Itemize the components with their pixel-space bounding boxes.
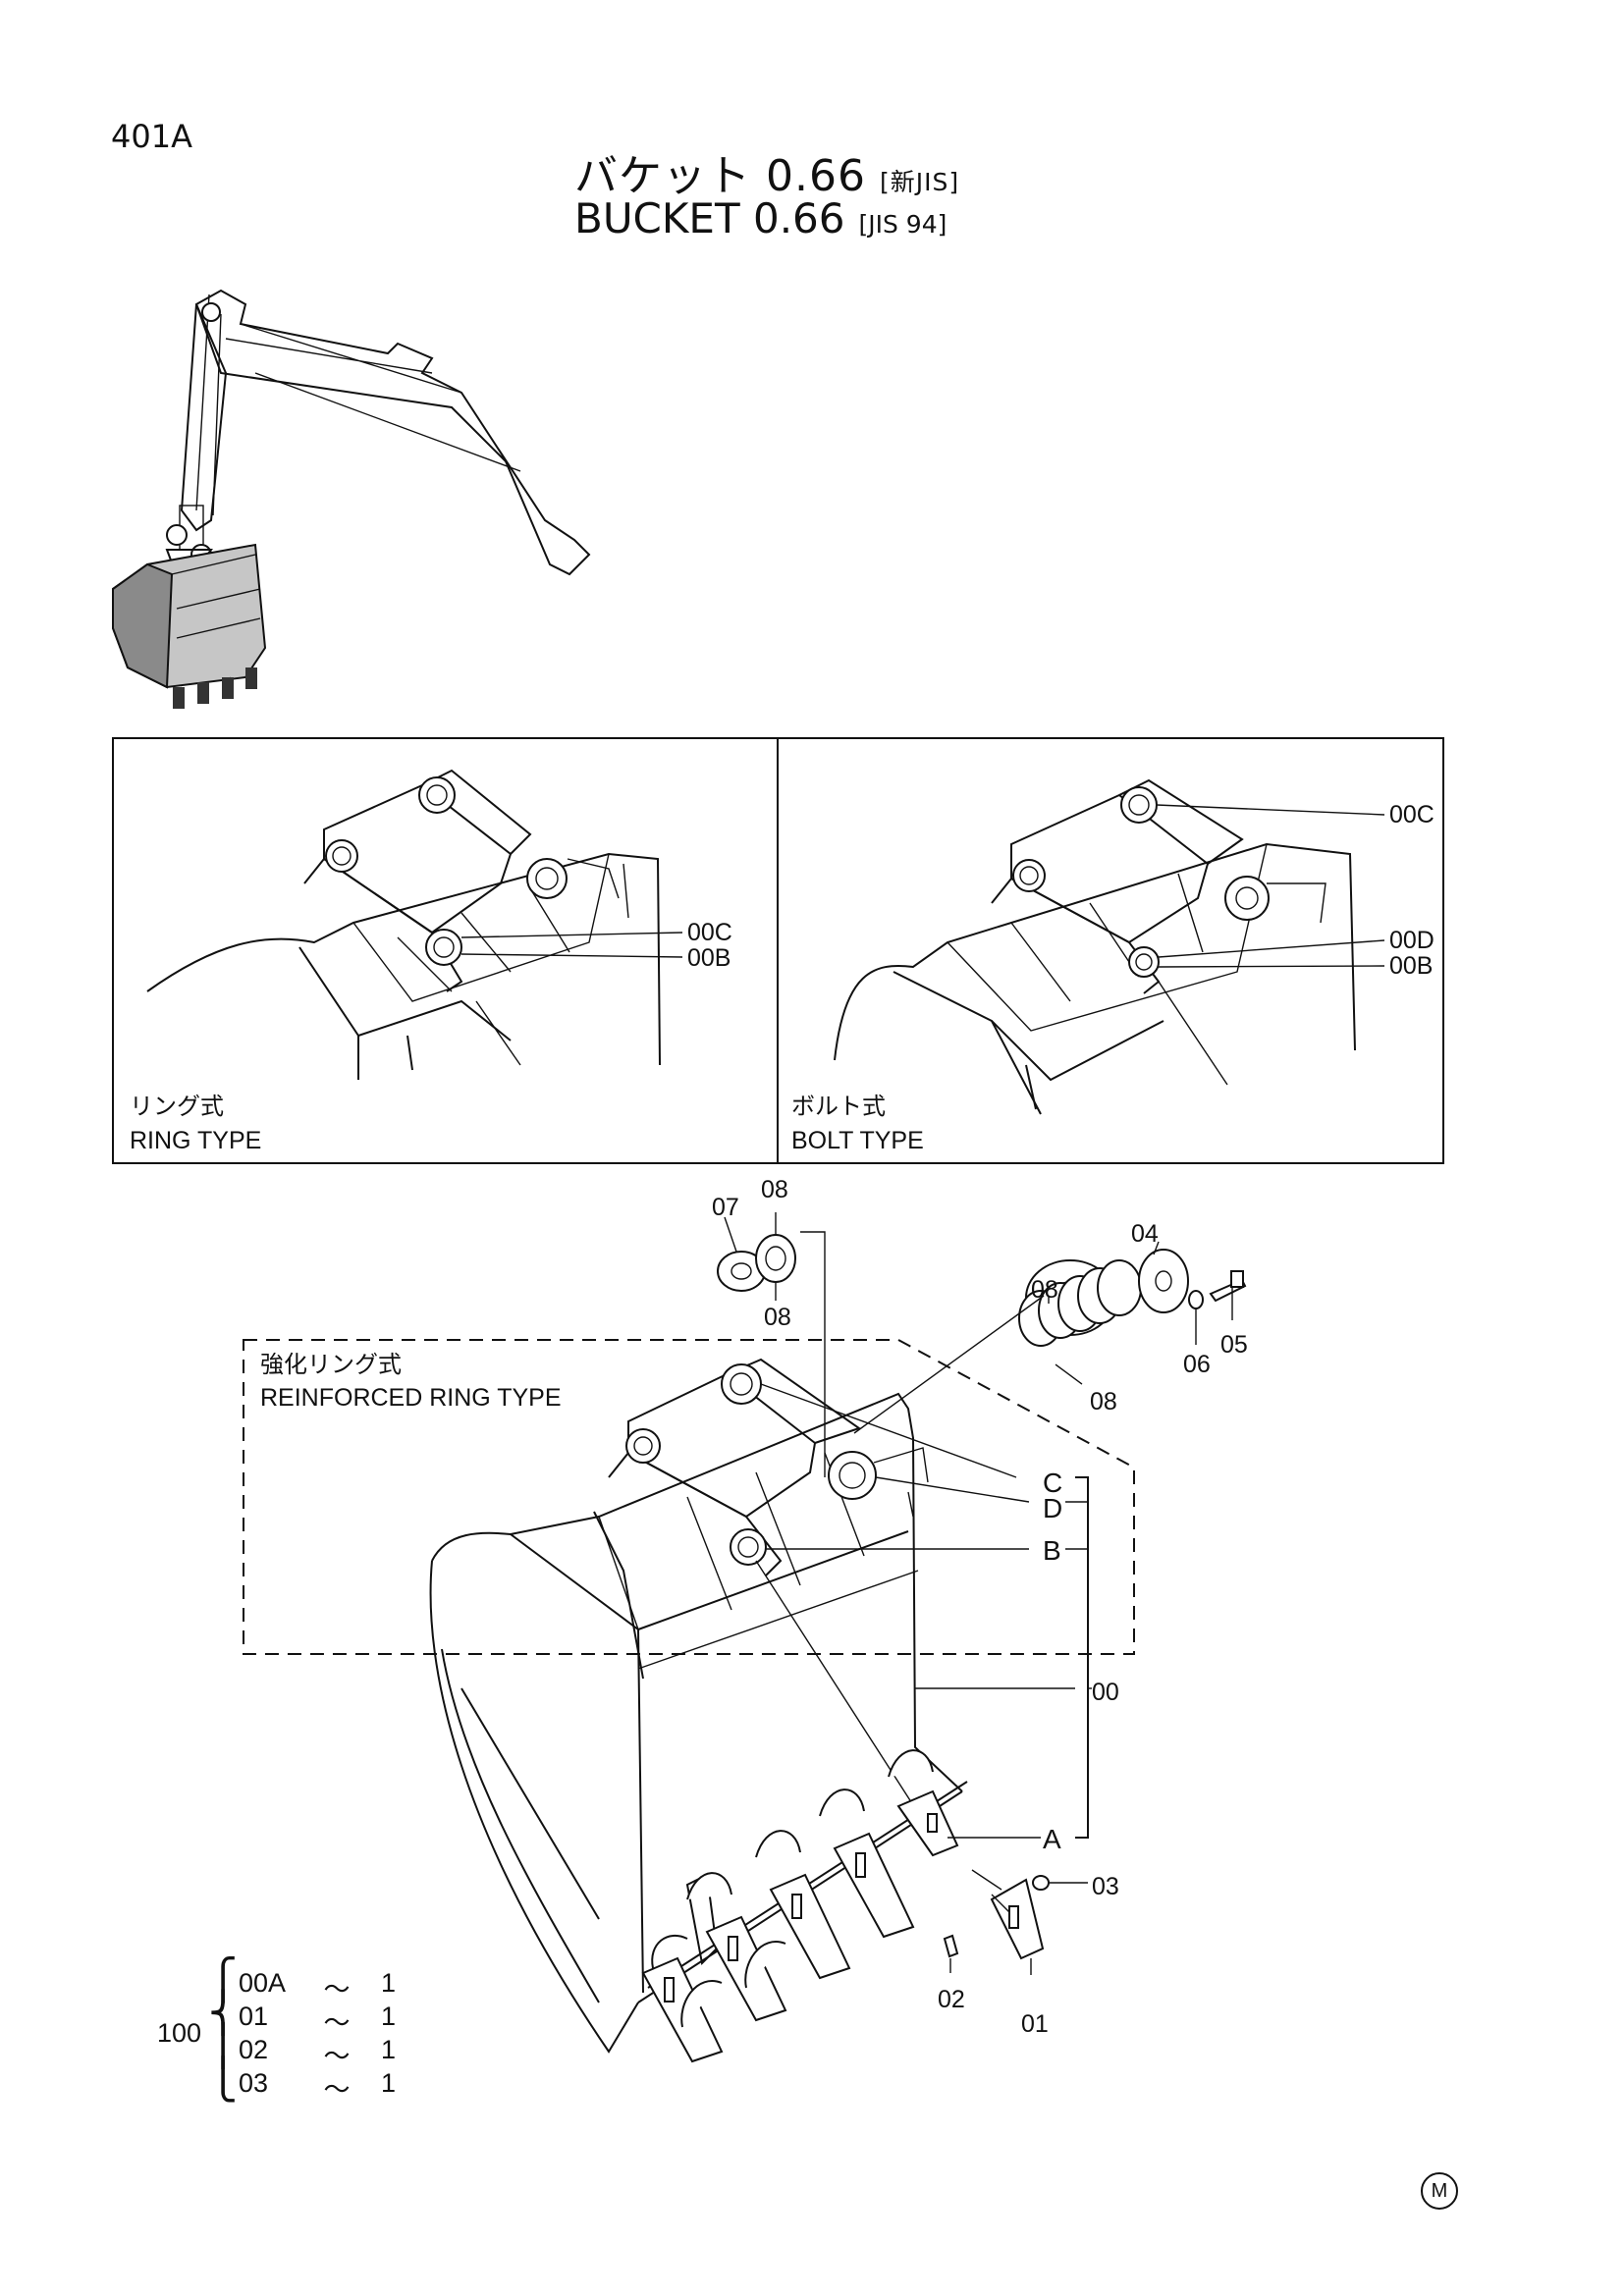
callout-05: 05	[1220, 1331, 1248, 1359]
title-jp-text: バケット 0.66	[574, 151, 866, 201]
callout-08-washer: 08	[1090, 1388, 1117, 1415]
callout-01: 01	[1021, 2010, 1049, 2038]
quantity-tilde: ～	[323, 1975, 351, 2004]
quantity-table: 00A ～ 1 01 ～ 1 02 ～ 1 03 ～ 1	[239, 1968, 396, 2105]
callout-06: 06	[1183, 1351, 1211, 1378]
callout-08-top: 08	[761, 1176, 788, 1203]
quantity-brace: ⎧⎨⎪⎩	[208, 1957, 238, 2103]
ring-callout-00b: 00B	[687, 944, 731, 972]
quantity-code: 03	[239, 2068, 269, 2098]
callout-04: 04	[1131, 1220, 1159, 1248]
callout-08-spring: 08	[1031, 1276, 1058, 1304]
assembly-bracket	[1075, 1476, 1089, 1839]
bolt-caption-jp: ボルト式	[791, 1093, 886, 1120]
callout-00: 00	[1092, 1679, 1119, 1706]
ring-callout-00c: 00C	[687, 919, 732, 946]
quantity-code: 01	[239, 2002, 269, 2031]
title-en-standard: [JIS 94]	[858, 210, 947, 239]
quantity-row: 03 ～ 1	[239, 2068, 396, 2105]
quantity-tilde: ～	[323, 2008, 351, 2038]
reinforced-caption-jp: 強化リング式	[260, 1351, 402, 1378]
quantity-row: 01 ～ 1	[239, 2002, 396, 2038]
ring-type-drawing	[146, 769, 683, 1080]
callout-b: B	[1043, 1535, 1061, 1566]
quantity-value: 1	[380, 2002, 396, 2031]
exploded-small-parts	[717, 1212, 1247, 1477]
bolt-callout-00d: 00D	[1389, 927, 1435, 954]
reinforced-region-outline	[243, 1339, 1135, 1655]
callout-a: A	[1043, 1824, 1061, 1854]
quantity-value: 1	[380, 2068, 396, 2098]
quantity-code: 00A	[239, 1968, 287, 1998]
ring-caption-jp: リング式	[130, 1093, 224, 1120]
bolt-callout-00b: 00B	[1389, 952, 1433, 980]
callout-07: 07	[712, 1194, 739, 1221]
title-english: BUCKET 0.66 [JIS 94]	[574, 194, 947, 242]
bolt-type-drawing	[834, 778, 1385, 1115]
quantity-value: 1	[380, 2035, 396, 2064]
title-japanese: バケット 0.66 [新JIS]	[574, 140, 959, 203]
reinforced-caption-en: REINFORCED RING TYPE	[260, 1384, 562, 1412]
assembly-code: 100	[157, 2018, 202, 2048]
ring-caption-en: RING TYPE	[130, 1127, 261, 1154]
bucket-main-drawing	[429, 1358, 1088, 2063]
callout-03: 03	[1092, 1873, 1119, 1900]
excavator-arm-illustration	[112, 289, 591, 709]
page-id: 401A	[111, 118, 192, 155]
bolt-callout-00c: 00C	[1389, 801, 1435, 828]
quantity-row: 00A ～ 1	[239, 1968, 396, 2004]
callout-02: 02	[938, 1986, 965, 2013]
bolt-caption-en: BOLT TYPE	[791, 1127, 924, 1154]
quantity-code: 02	[239, 2035, 269, 2064]
title-en-text: BUCKET 0.66	[574, 194, 845, 242]
manufacturer-mark-icon: M	[1421, 2172, 1458, 2210]
quantity-value: 1	[380, 1968, 396, 1998]
title-jp-standard: [新JIS]	[879, 168, 960, 196]
quantity-row: 02 ～ 1	[239, 2035, 396, 2071]
quantity-tilde: ～	[323, 2042, 351, 2071]
quantity-tilde: ～	[323, 2075, 351, 2105]
callout-d: D	[1043, 1493, 1062, 1523]
callout-08-lower: 08	[764, 1304, 791, 1331]
callout-c: C	[1043, 1468, 1062, 1498]
